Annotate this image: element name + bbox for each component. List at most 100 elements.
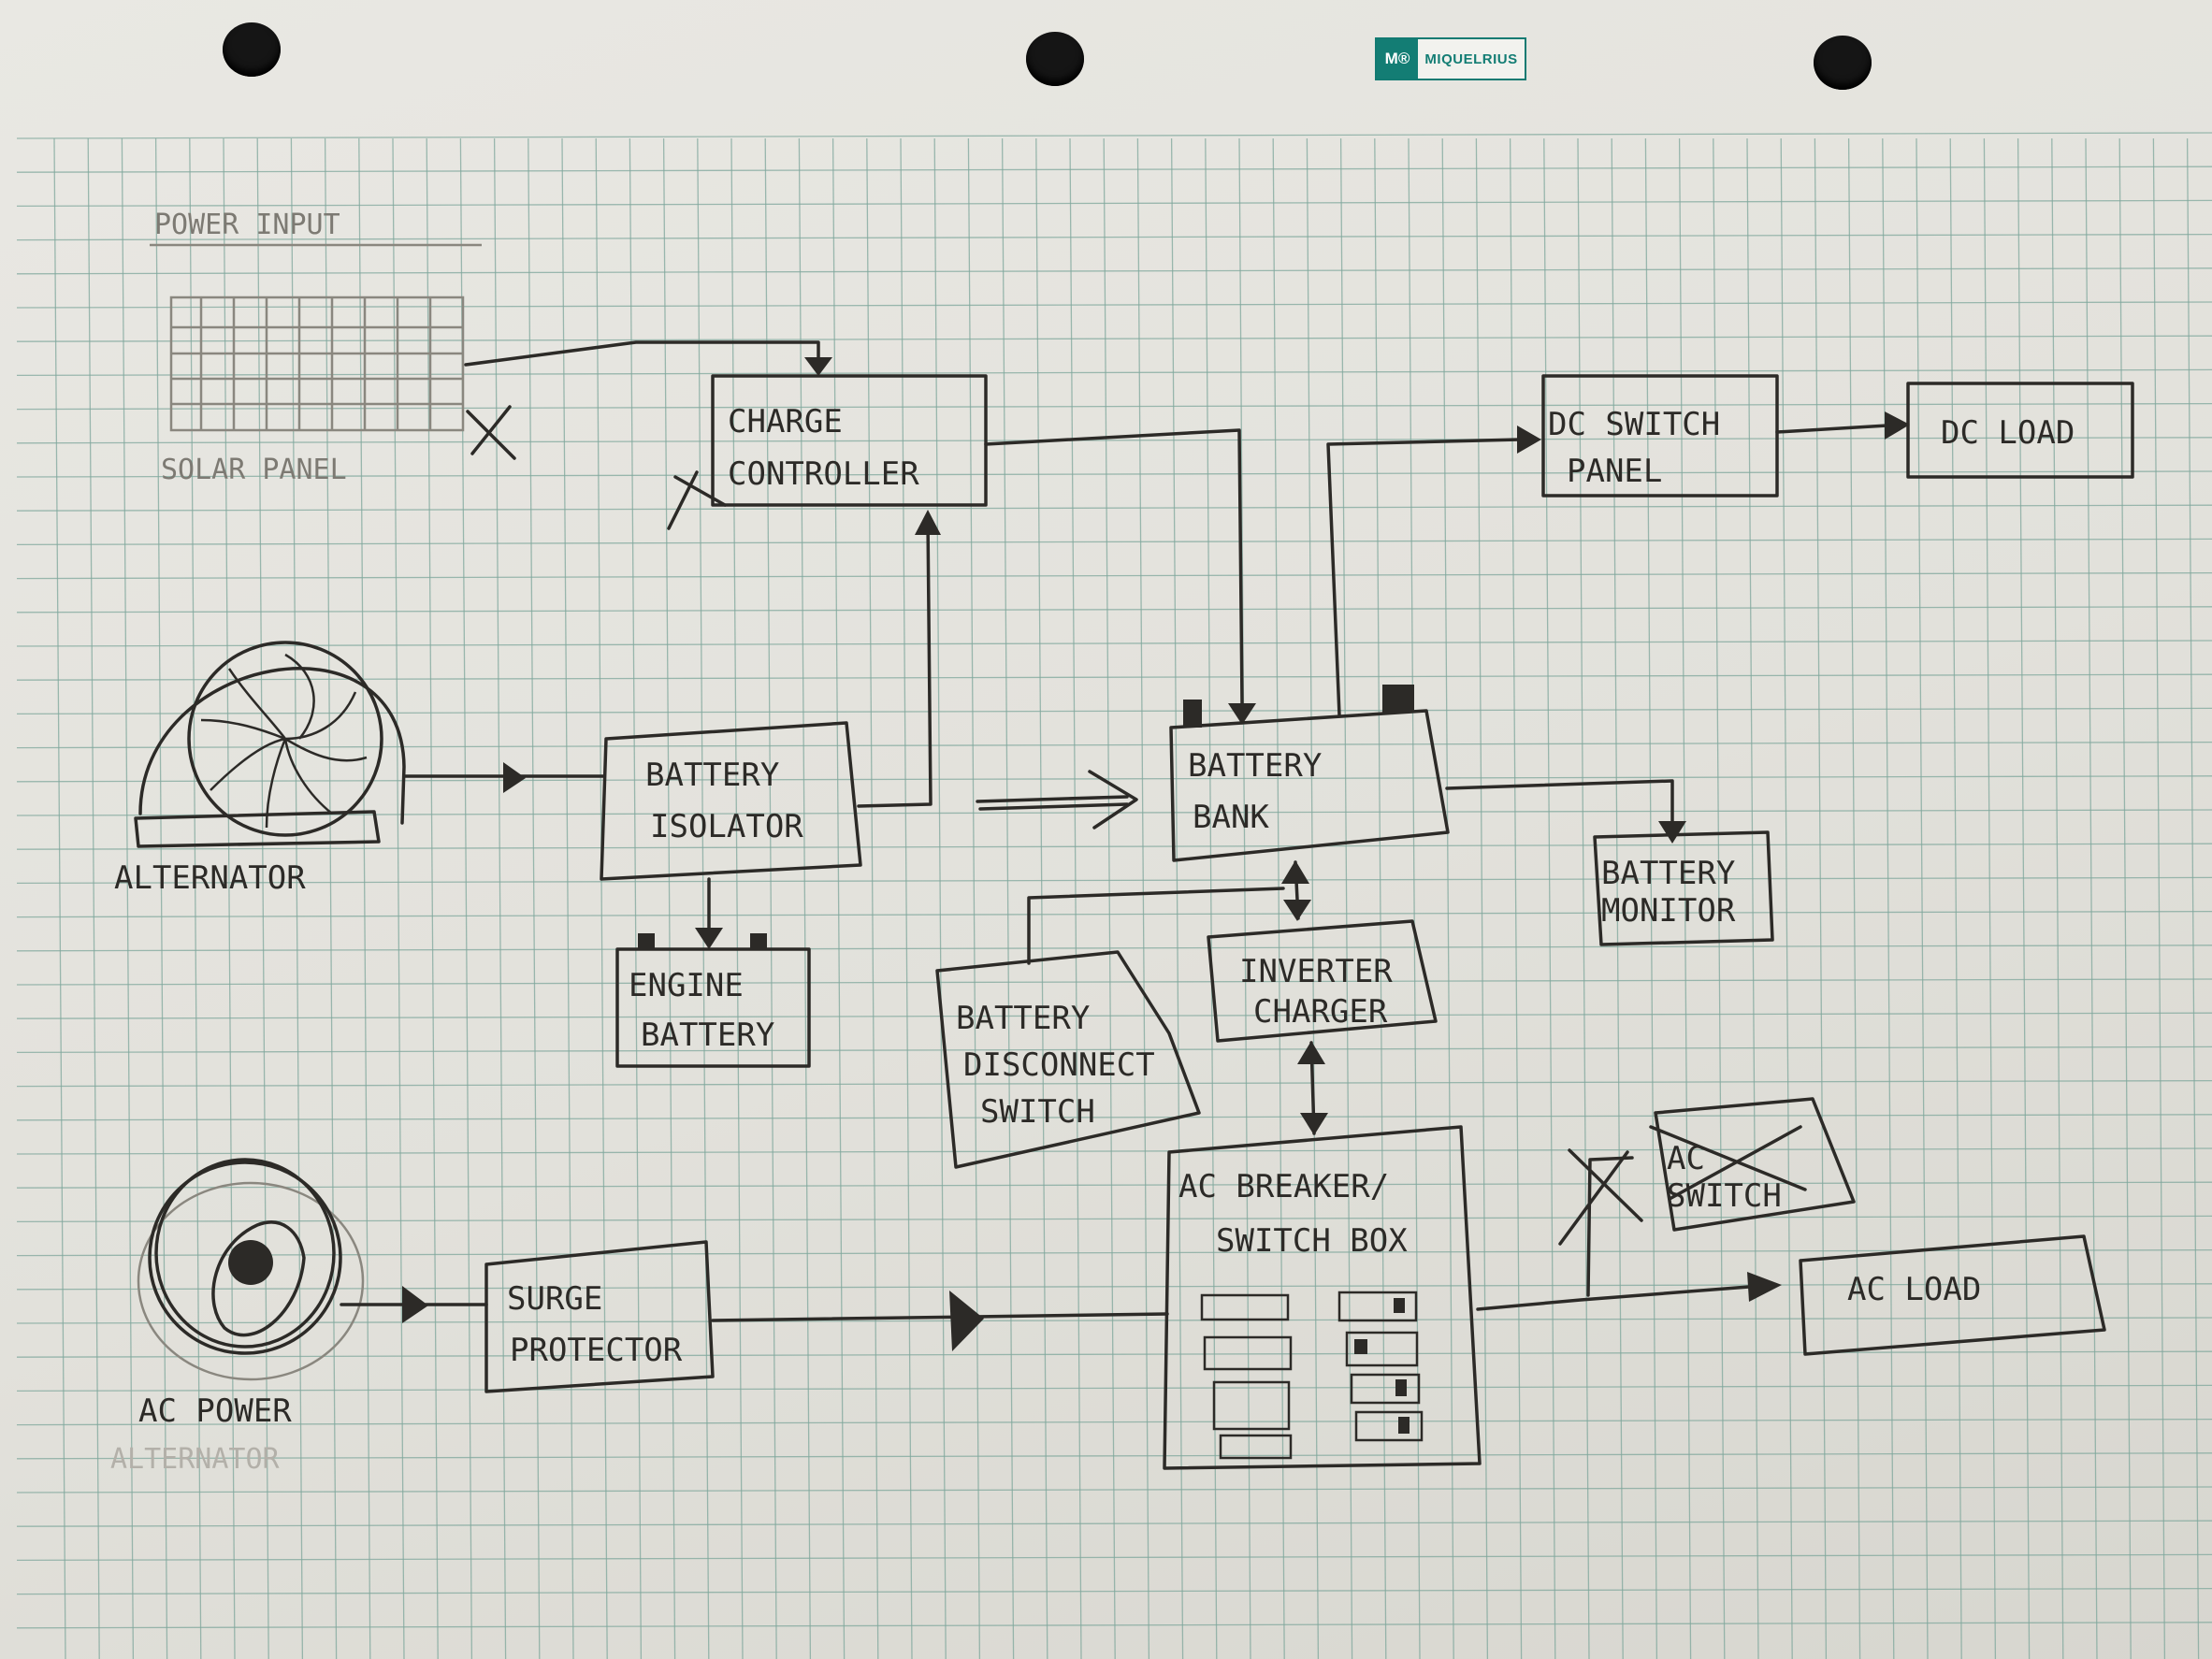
grid-line-vertical [1374, 137, 1387, 1659]
grid-line-horizontal [16, 1248, 2212, 1257]
grid-line-vertical [1306, 137, 1320, 1659]
battery-terminal-icon [638, 933, 655, 950]
alternator-icon [134, 641, 406, 848]
breaker-switches [1200, 1291, 1424, 1460]
inverter-charger-label-2: CHARGER [1253, 993, 1388, 1031]
grid-line-horizontal [16, 1384, 2212, 1392]
grid-line-vertical [290, 137, 304, 1659]
grid-line-vertical [561, 137, 574, 1659]
engine-battery-label-1: ENGINE [629, 967, 744, 1004]
ac-switch-box-crossed: AC SWITCH [1649, 1097, 1856, 1232]
arrowhead-icon [1297, 1041, 1325, 1064]
wire-dc-panel-to-load [1775, 424, 1889, 434]
solar-panel-label: SOLAR PANEL [161, 454, 347, 486]
grid-line-vertical [87, 137, 100, 1659]
battery-disconnect-label-1: BATTERY [956, 1000, 1090, 1037]
grid-line-horizontal [16, 470, 2212, 478]
grid-line-vertical [798, 137, 812, 1659]
cross-mark-icon [466, 405, 516, 460]
grid-line-horizontal [16, 132, 2212, 139]
grid-line-horizontal [16, 606, 2212, 613]
ac-breaker-label-1: AC BREAKER/ [1178, 1168, 1389, 1205]
ac-breaker-label-2: SWITCH BOX [1216, 1222, 1408, 1260]
cross-mark-icon [667, 470, 727, 530]
wire-to-ac-switch [1586, 1156, 1634, 1297]
grid-line-vertical [1577, 137, 1590, 1659]
grid-line-horizontal [16, 1520, 2212, 1527]
grid-line-horizontal [16, 166, 2212, 173]
grid-line-vertical [1408, 137, 1421, 1659]
grid-line-horizontal [16, 504, 2212, 512]
grid-line-vertical [1780, 137, 1793, 1659]
grid-line-horizontal [16, 1317, 2212, 1324]
grid-line-vertical [1475, 137, 1489, 1659]
arrowhead-icon [503, 762, 526, 793]
grid-line-vertical [1170, 137, 1184, 1659]
ac-power-plug-icon [137, 1158, 365, 1381]
grid-line-vertical [764, 137, 777, 1659]
grid-line-vertical [189, 137, 202, 1659]
punch-hole-left [223, 22, 281, 77]
grid-line-vertical [1882, 137, 1895, 1659]
grid-line-horizontal [16, 673, 2212, 681]
switch-toggle-icon [1398, 1417, 1410, 1434]
battery-isolator-label-1: BATTERY [645, 757, 779, 794]
inverter-charger-label-1: INVERTER [1239, 953, 1393, 990]
grid-line-vertical [1983, 137, 1997, 1659]
grid-line-horizontal [16, 1622, 2212, 1629]
arrowhead-icon [1885, 411, 1910, 440]
grid-line-horizontal [16, 199, 2212, 208]
grid-line-vertical [1136, 137, 1150, 1659]
grid-line-vertical [1644, 137, 1658, 1659]
grid-line-vertical [1814, 137, 1828, 1659]
grid-line-vertical [1339, 137, 1353, 1659]
arrowhead-icon [915, 510, 941, 535]
brand-name: MIQUELRIUS [1424, 50, 1518, 67]
battery-terminal-icon [1382, 685, 1414, 713]
grid-line-vertical [629, 137, 643, 1659]
charge-controller-box: CHARGE CONTROLLER [711, 374, 988, 507]
grid-line-vertical [1238, 137, 1251, 1659]
grid-line-vertical [53, 137, 66, 1659]
grid-line-vertical [2051, 137, 2064, 1659]
arrowhead-icon [1517, 426, 1541, 454]
wire-controller-to-bank [984, 428, 1244, 705]
grid-line-vertical [900, 137, 913, 1659]
switch-toggle-icon [1354, 1339, 1367, 1354]
grid-line-horizontal [16, 1418, 2212, 1426]
grid-line-horizontal [16, 1079, 2212, 1088]
punch-hole-center [1026, 32, 1084, 86]
ac-switch-label-2: SWITCH [1667, 1177, 1782, 1215]
grid-line-horizontal [16, 1046, 2212, 1054]
wire-surge-to-breaker [711, 1312, 1169, 1322]
surge-protector-box: SURGE PROTECTOR [484, 1240, 715, 1393]
grid-line-horizontal [16, 978, 2212, 986]
grid-line-horizontal [16, 233, 2212, 241]
grid-line-vertical [2186, 137, 2200, 1659]
grid-line-horizontal [16, 640, 2212, 647]
arrowhead-icon [1228, 703, 1256, 725]
inverter-charger-box: INVERTER CHARGER [1207, 919, 1438, 1043]
dc-load-box: DC LOAD [1906, 382, 2134, 479]
grid-line-vertical [866, 137, 879, 1659]
grid-line-vertical [2152, 137, 2166, 1659]
grid-line-horizontal [16, 1147, 2212, 1155]
wire-bank-to-monitor [1445, 779, 1674, 825]
grid-line-vertical [154, 137, 168, 1659]
brand-logo: M® MIQUELRIUS [1375, 37, 1526, 80]
wire-breaker-to-ac-load [1476, 1285, 1751, 1311]
dc-switch-panel-label-2: PANEL [1567, 453, 1662, 490]
arrowhead-icon [1300, 1113, 1328, 1135]
grid-line-vertical [1441, 137, 1454, 1659]
wire-bank-to-dc-panel [1326, 438, 1522, 717]
grid-line-vertical [1949, 137, 1962, 1659]
grid-line-vertical [528, 137, 541, 1659]
grid-line-vertical [1746, 137, 1759, 1659]
wire-isolator-to-controller [857, 517, 933, 808]
grid-line-vertical [1678, 137, 1692, 1659]
grid-line-vertical [1069, 137, 1082, 1659]
grid-line-horizontal [16, 1553, 2212, 1562]
grid-line-horizontal [16, 1452, 2212, 1460]
arrowhead-icon [804, 357, 832, 376]
